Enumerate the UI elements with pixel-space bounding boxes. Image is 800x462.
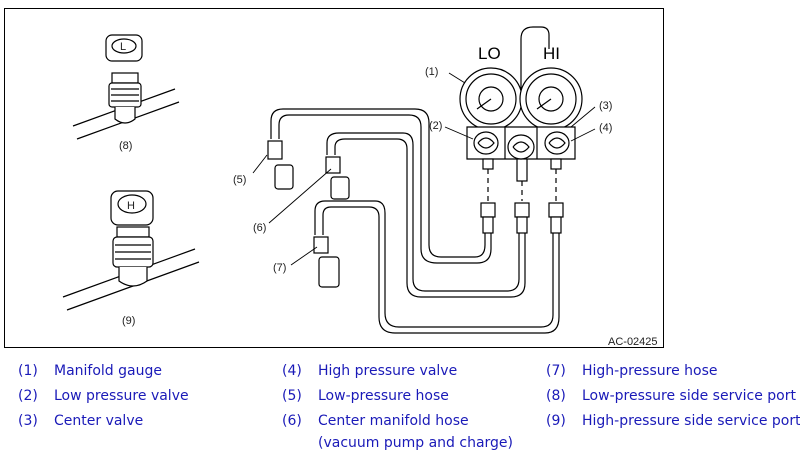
lo-gauge-label: LO: [478, 44, 501, 63]
manifold-gauge-diagram: L (8) H (9): [4, 8, 664, 348]
legend-text: Manifold gauge: [54, 363, 162, 379]
legend-number: (7): [546, 363, 566, 379]
legend-text: Center valve: [54, 413, 144, 429]
legend-text: High-pressure hose: [582, 363, 718, 379]
legend-text: High pressure valve: [318, 363, 458, 379]
legend-number: (3): [18, 413, 38, 429]
legend-number: (8): [546, 388, 566, 404]
legend-text: Center manifold hose (vacuum pump and ch…: [318, 413, 514, 451]
legend-number: (4): [282, 363, 302, 379]
callout-7: (7): [273, 262, 286, 274]
legend-item-6: (6) Center manifold hose (vacuum pump an…: [282, 410, 532, 456]
callout-9: (9): [122, 315, 135, 327]
callout-8: (8): [119, 140, 132, 152]
figure-code: AC-02425: [608, 336, 658, 348]
legend-text: High-pressure side service port: [582, 413, 800, 429]
callout-2: (2): [429, 120, 442, 132]
callout-6: (6): [253, 222, 266, 234]
legend: (1) Manifold gauge (2) Low pressure valv…: [0, 360, 800, 460]
legend-number: (2): [18, 388, 38, 404]
callout-4: (4): [599, 122, 612, 134]
callout-1: (1): [425, 66, 438, 78]
center-valve: [507, 134, 535, 160]
legend-number: (9): [546, 413, 566, 429]
center-manifold-hose: [325, 132, 526, 298]
hi-gauge-label: HI: [543, 44, 560, 63]
legend-number: (5): [282, 388, 302, 404]
leader-lines: [252, 72, 596, 266]
legend-text: Low-pressure side service port: [582, 388, 796, 404]
legend-text: Low pressure valve: [54, 388, 189, 404]
low-pressure-hose: [267, 108, 492, 264]
legend-number: (1): [18, 363, 38, 379]
callout-3: (3): [599, 100, 612, 112]
diagram-canvas: L (8) H (9): [62, 26, 658, 348]
high-pressure-hose: [313, 200, 560, 334]
legend-number: (6): [282, 413, 302, 429]
high-pressure-service-port: H: [62, 190, 200, 311]
svg-text:H: H: [127, 200, 135, 212]
high-pressure-valve: [544, 131, 570, 155]
svg-text:L: L: [120, 41, 126, 53]
legend-text: Low-pressure hose: [318, 388, 449, 404]
hose-fittings: [480, 169, 564, 234]
low-pressure-valve: [473, 131, 499, 155]
low-pressure-service-port: L: [72, 34, 180, 140]
callout-5: (5): [233, 174, 246, 186]
